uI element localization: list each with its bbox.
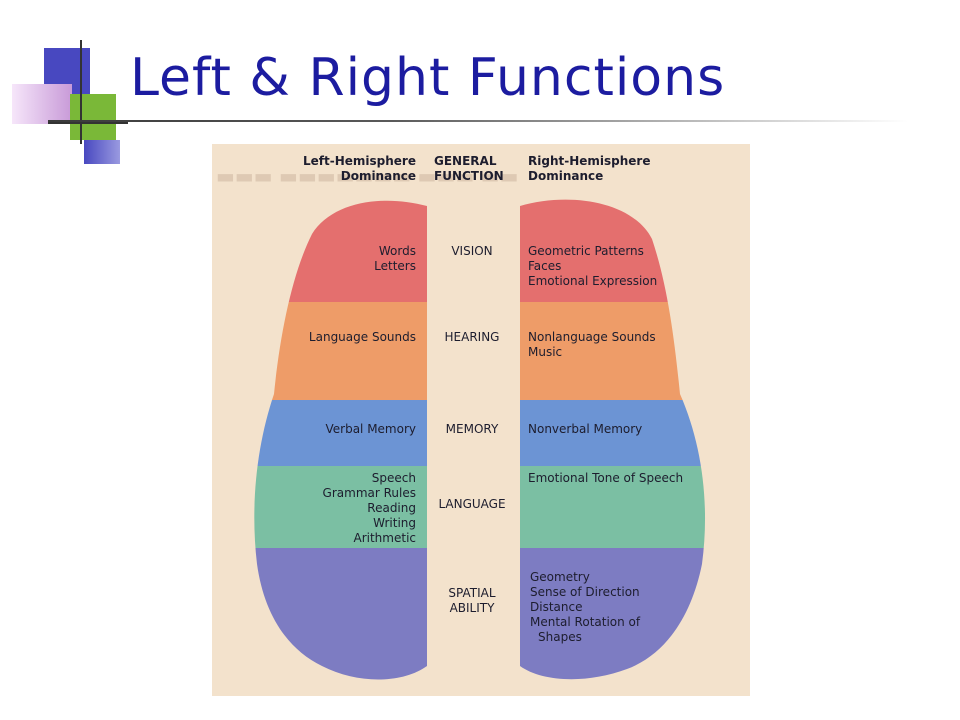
spatial-right-line-4: Mental Rotation of <box>530 615 641 629</box>
vision-right-line-1: Geometric Patterns <box>528 244 644 258</box>
language-right-line-1: Emotional Tone of Speech <box>528 471 684 485</box>
language-function: LANGUAGE <box>438 497 506 511</box>
vision-left-line-2: Letters <box>374 259 416 273</box>
spatial-function-line-2: ABILITY <box>449 601 495 615</box>
brain-function-diagram: ▬▬▬ ▬▬▬▬▬▬▬ ▬▬▬ ▬▬ Left-Hemisphere Domin… <box>212 144 750 696</box>
deco-blue-small-square <box>84 140 120 164</box>
language-left-line-2: Grammar Rules <box>322 486 416 500</box>
vision-function: VISION <box>451 244 493 258</box>
right-header-line-1: Right-Hemisphere <box>528 154 651 168</box>
left-header-line-1: Left-Hemisphere <box>303 154 416 168</box>
spatial-right-line-1: Geometry <box>530 570 590 584</box>
language-band-right <box>520 466 706 548</box>
memory-right-line-1: Nonverbal Memory <box>528 422 643 436</box>
hearing-function: HEARING <box>444 330 500 344</box>
center-header-line-2: FUNCTION <box>434 169 504 183</box>
deco-violet-square <box>12 84 72 124</box>
deco-horizontal-line <box>48 122 128 124</box>
slide-title: Left & Right Functions <box>130 48 726 108</box>
spatial-right-line-2: Sense of Direction <box>530 585 640 599</box>
vision-right-line-2: Faces <box>528 259 562 273</box>
spatial-band-left <box>254 548 427 680</box>
vision-right-line-3: Emotional Expression <box>528 274 658 288</box>
hearing-right-line-2: Music <box>528 345 563 359</box>
deco-vertical-line <box>80 40 82 144</box>
hearing-left-line-1: Language Sounds <box>308 330 416 344</box>
memory-band-left <box>254 400 427 466</box>
bleed-through-text: ▬▬▬ ▬▬▬▬▬▬▬ ▬▬▬ ▬▬ <box>216 164 519 188</box>
language-left-line-5: Arithmetic <box>353 531 417 545</box>
left-header-line-2: Dominance <box>340 169 416 183</box>
language-band-left <box>254 466 427 548</box>
language-left-line-1: Speech <box>371 471 416 485</box>
center-header-line-1: GENERAL <box>434 154 497 168</box>
right-header-line-2: Dominance <box>528 169 604 183</box>
deco-green-square <box>70 94 116 140</box>
spatial-right-line-5: Shapes <box>538 630 582 644</box>
vision-left-line-1: Words <box>378 244 416 258</box>
title-underline <box>48 120 908 122</box>
memory-function: MEMORY <box>445 422 499 436</box>
memory-left-line-1: Verbal Memory <box>325 422 416 436</box>
language-left-line-3: Reading <box>367 501 416 515</box>
brain-outline <box>254 199 706 680</box>
hearing-band-left <box>254 302 427 400</box>
hearing-right-line-1: Nonlanguage Sounds <box>528 330 656 344</box>
language-left-line-4: Writing <box>373 516 416 530</box>
memory-band-right <box>520 400 706 466</box>
spatial-right-line-3: Distance <box>530 600 583 614</box>
spatial-function-line-1: SPATIAL <box>448 586 496 600</box>
